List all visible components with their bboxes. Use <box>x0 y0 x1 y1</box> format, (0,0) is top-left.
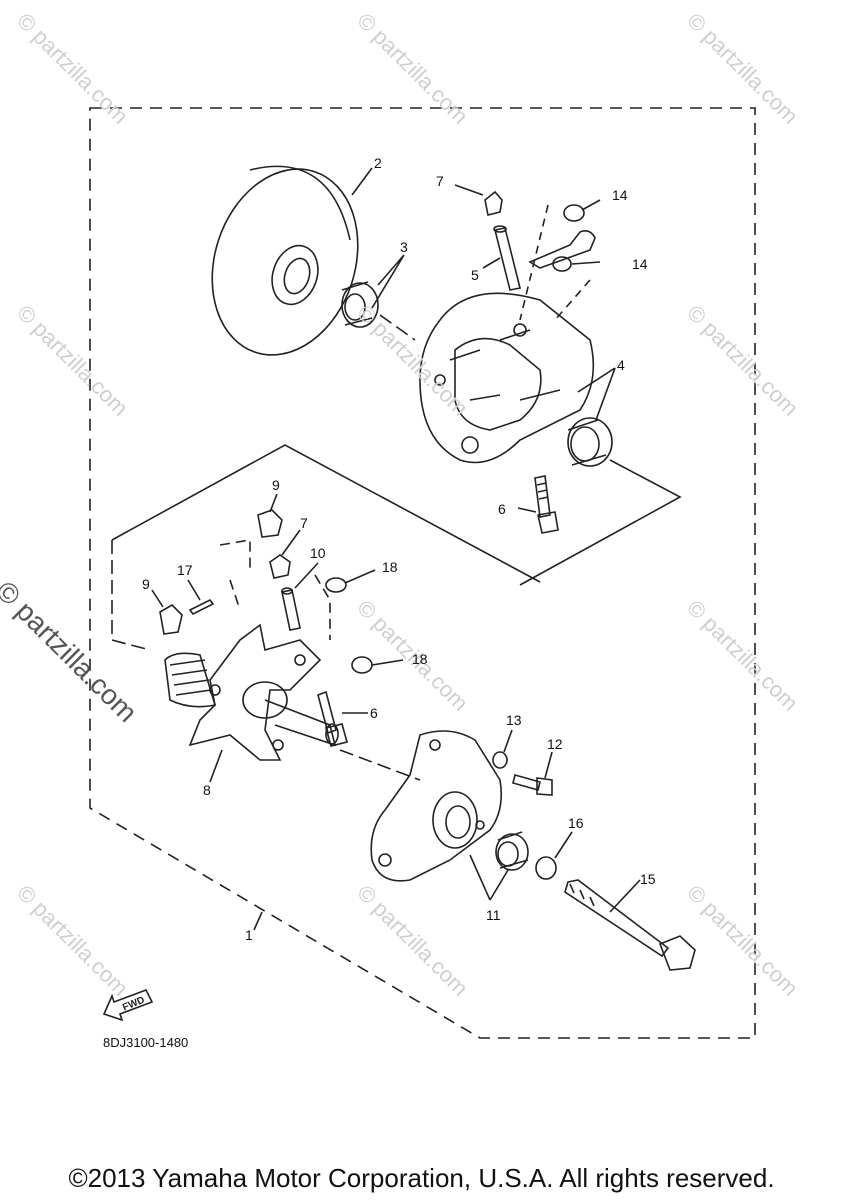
part-bolt-15 <box>564 879 696 971</box>
callout-16: 16 <box>568 815 584 831</box>
callout-9-upper: 9 <box>272 477 280 493</box>
part-washer-13 <box>492 751 508 769</box>
callout-14-upper: 14 <box>612 187 628 203</box>
callout-6-lower: 6 <box>370 705 378 721</box>
part-spider-shaft <box>164 623 339 761</box>
part-block-9a <box>257 509 283 538</box>
part-cover-11 <box>370 730 503 882</box>
callout-11: 11 <box>486 907 501 923</box>
part-washer-18a <box>325 577 347 593</box>
callout-6-upper: 6 <box>498 501 506 517</box>
part-sheave-plate <box>211 165 359 356</box>
part-bushing-4 <box>567 417 613 467</box>
part-pin-17 <box>188 598 215 616</box>
callout-1: 1 <box>245 927 253 943</box>
callout-15: 15 <box>640 871 656 887</box>
callout-2: 2 <box>374 155 382 171</box>
part-code: 8DJ3100-1480 <box>103 1035 189 1050</box>
callout-18-lower: 18 <box>412 651 428 667</box>
callout-14-lower: 14 <box>632 256 648 272</box>
callout-4: 4 <box>617 357 625 373</box>
part-bushing-3 <box>341 281 379 328</box>
part-pin-5 <box>493 225 521 291</box>
part-block-9b <box>159 603 183 635</box>
callout-17: 17 <box>177 562 193 578</box>
part-washer-14b <box>552 256 572 272</box>
part-washer-16 <box>535 856 557 880</box>
part-spider-housing <box>419 292 595 464</box>
callout-9-lower: 9 <box>142 576 150 592</box>
callout-7-lower: 7 <box>300 515 308 531</box>
callout-12: 12 <box>547 736 563 752</box>
part-washer-18b <box>351 656 373 674</box>
callout-5: 5 <box>471 267 479 283</box>
callout-7-upper: 7 <box>436 173 444 189</box>
part-bolt-6a <box>534 475 559 534</box>
callout-18-upper: 18 <box>382 559 398 575</box>
fwd-arrow-icon: FWD <box>102 988 154 1022</box>
part-cap-lower <box>269 554 291 579</box>
part-bolt-12 <box>512 774 553 796</box>
callout-13: 13 <box>506 712 522 728</box>
part-bushing-11 <box>495 831 529 871</box>
part-cap-top <box>484 190 503 216</box>
callout-8: 8 <box>203 782 211 798</box>
part-bolt-6b <box>317 690 348 747</box>
part-arm <box>528 230 596 269</box>
callout-10: 10 <box>310 545 326 561</box>
part-washer-14a <box>563 204 585 222</box>
callout-3: 3 <box>400 239 408 255</box>
part-pin-10 <box>281 587 301 631</box>
copyright-notice: ©2013 Yamaha Motor Corporation, U.S.A. A… <box>68 1163 775 1193</box>
